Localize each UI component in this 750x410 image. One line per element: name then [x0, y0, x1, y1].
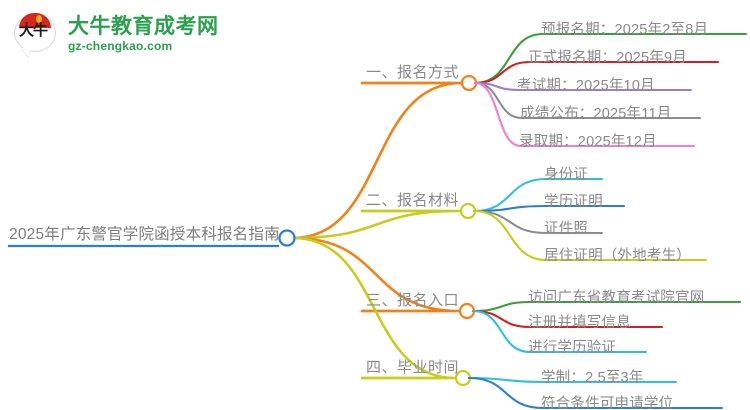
root-node-label[interactable]: 2025年广东警官学院函授本科报名指南 [9, 226, 280, 243]
leaf-label[interactable]: 学制：2.5至3年 [541, 370, 644, 386]
logo-title: 大牛教育成考网 [68, 14, 219, 38]
leaf-label[interactable]: 学历证明 [544, 194, 603, 210]
leaf-label[interactable]: 正式报名期：2025年9月 [528, 50, 687, 66]
branch-node-circle [459, 202, 477, 220]
leaf-connector [472, 209, 708, 262]
leaf-label[interactable]: 进行学历验证 [528, 340, 617, 356]
logo-arc-dot [36, 15, 42, 23]
leaf-label[interactable]: 成绩公布：2025年11月 [520, 106, 672, 122]
leaf-label[interactable]: 居住证明（外地考生） [544, 248, 691, 264]
branch-connector [291, 236, 456, 380]
leaf-label[interactable]: 符合条件可申请学位 [541, 396, 674, 410]
logo-subtitle: gz-chengkao.com [68, 38, 173, 53]
leaf-connector [467, 376, 724, 410]
branch-node-circle [458, 302, 476, 320]
leaf-label[interactable]: 录取期：2025年12月 [519, 134, 657, 150]
site-logo[interactable]: 大牛 大牛教育成考网 gz-chengkao.com [14, 8, 224, 60]
leaf-label[interactable]: 注册并填写信息 [528, 315, 631, 331]
branch-label[interactable]: 四、毕业时间 [366, 359, 460, 376]
leaf-label[interactable]: 访问广东省教育考试院官网 [528, 290, 705, 306]
root-node-circle [278, 229, 296, 247]
leaf-label[interactable]: 考试期：2025年10月 [517, 78, 655, 94]
branch-connector [291, 81, 462, 240]
leaf-label[interactable]: 预报名期：2025年2至8月 [541, 22, 709, 38]
branch-label[interactable]: 一、报名方式 [366, 64, 460, 81]
leaf-connector [473, 81, 696, 148]
leaf-label[interactable]: 身份证 [544, 167, 589, 183]
leaf-connector [472, 177, 604, 213]
branch-label[interactable]: 三、报名入口 [366, 292, 460, 309]
logo-red-arc [19, 13, 51, 28]
logo-bubble-icon: 大牛 [14, 12, 60, 56]
branch-connector [291, 236, 460, 313]
logo-mark-text: 大牛 [19, 22, 48, 39]
leaf-label[interactable]: 证件照 [544, 221, 589, 237]
branch-node-circle [460, 74, 478, 92]
leaf-connector [473, 60, 720, 85]
logo-text-block: 大牛教育成考网 gz-chengkao.com [68, 14, 219, 53]
leaf-connector [471, 309, 648, 354]
branch-label[interactable]: 二、报名材料 [366, 192, 460, 209]
